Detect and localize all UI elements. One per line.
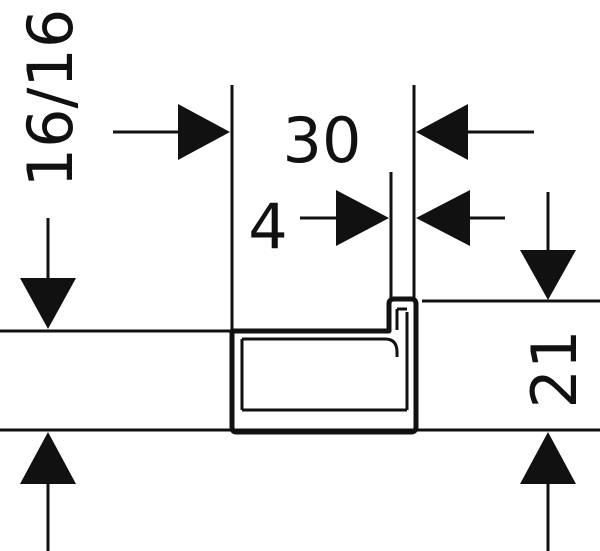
dim30-left-arrow [178,104,230,160]
dim21-bottom-arrow [520,432,576,484]
product-profile [229,296,419,435]
dim4-label: 4 [248,190,287,263]
dim21-label: 21 [518,330,591,409]
profile-inner-top [242,337,399,357]
dim16-label: 16/16 [14,9,87,188]
dim4-left-arrow [336,190,389,246]
dimension-4: 4 [248,190,505,263]
profile-inner-lines [240,307,409,412]
extension-lines [230,85,416,331]
profile-lip [395,307,407,330]
dimension-21: 21 [518,192,591,551]
profile-outline [229,296,419,435]
dim16-top-arrow [20,278,76,329]
dimension-30: 30 [113,104,534,177]
dim4-right-arrow [416,190,470,246]
dim30-label: 30 [283,104,362,177]
dimension-16-16: 16/16 [14,9,87,551]
dim16-bottom-arrow [20,432,76,484]
dim30-right-arrow [416,104,468,160]
dim21-top-arrow [520,250,576,300]
